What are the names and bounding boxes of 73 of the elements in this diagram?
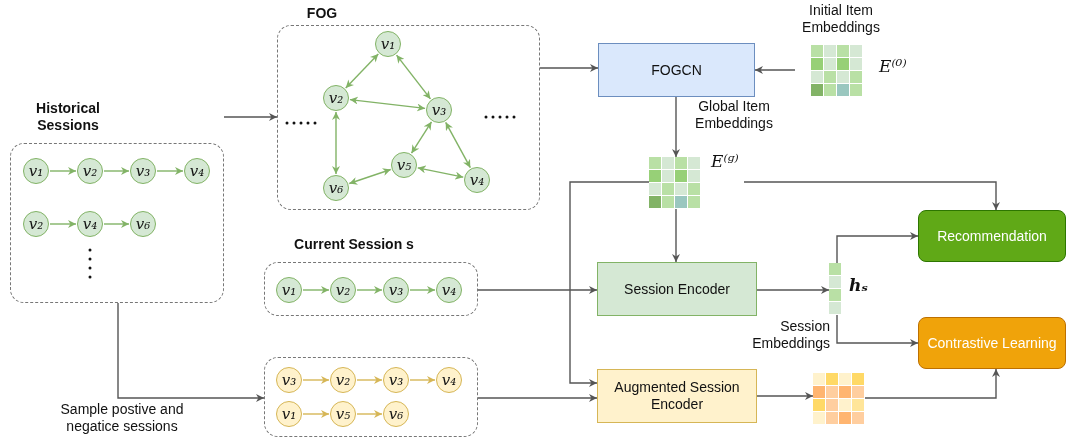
arrow bbox=[302, 376, 330, 384]
arrow bbox=[539, 64, 599, 72]
item-node-circle: v₁ bbox=[23, 158, 49, 184]
arrow bbox=[49, 167, 77, 175]
math-symbol: E⁽ᵍ⁾ bbox=[711, 151, 740, 171]
arrow bbox=[477, 394, 598, 402]
arrow bbox=[445, 121, 471, 169]
math-symbol: hₛ bbox=[849, 275, 870, 295]
item-node-circle: v₂ bbox=[23, 211, 49, 237]
arrow bbox=[756, 286, 830, 294]
item-node-circle: v₄ bbox=[436, 367, 462, 393]
arrow bbox=[672, 208, 680, 263]
item-node-circle: v₂ bbox=[77, 158, 103, 184]
arrow bbox=[409, 286, 436, 294]
process-box: Augmented Session Encoder bbox=[597, 369, 757, 423]
item-node-circle: v₅ bbox=[391, 152, 417, 178]
item-node-circle: v₄ bbox=[436, 277, 462, 303]
item-node-circle: v₄ bbox=[464, 167, 490, 193]
arrow bbox=[756, 392, 814, 400]
item-node-circle: v₂ bbox=[330, 367, 356, 393]
item-node-circle: v₆ bbox=[130, 211, 156, 237]
caption-text: Initial Item Embeddings bbox=[801, 2, 881, 36]
arrow bbox=[477, 286, 598, 294]
item-node-circle: v₅ bbox=[330, 401, 356, 427]
arrow bbox=[103, 220, 130, 228]
item-node-circle: v₃ bbox=[426, 97, 452, 123]
arrow bbox=[49, 220, 77, 228]
arrow bbox=[569, 181, 650, 387]
item-node-circle: v₄ bbox=[77, 211, 103, 237]
arrow bbox=[223, 113, 278, 121]
item-node-circle: v₃ bbox=[130, 158, 156, 184]
process-box: FOGCN bbox=[598, 43, 755, 97]
arrow bbox=[345, 53, 379, 89]
group-title: Historical Sessions bbox=[35, 100, 101, 134]
group-title: Current Session s bbox=[293, 236, 415, 253]
arrow bbox=[864, 368, 1000, 399]
math-symbol: E⁽⁰⁾ bbox=[879, 56, 908, 76]
arrow bbox=[356, 286, 383, 294]
item-node-circle: v₁ bbox=[276, 401, 302, 427]
process-box: Session Encoder bbox=[597, 262, 757, 316]
item-node-circle: v₂ bbox=[323, 85, 349, 111]
arrow bbox=[349, 96, 426, 112]
arrow bbox=[356, 376, 383, 384]
item-node-circle: v₄ bbox=[184, 158, 210, 184]
arrow bbox=[743, 181, 1000, 211]
arrow bbox=[672, 96, 680, 158]
item-node-circle: v₃ bbox=[383, 367, 409, 393]
arrow bbox=[836, 314, 919, 347]
item-node-circle: v₃ bbox=[276, 367, 302, 393]
process-box: Recommendation bbox=[918, 210, 1066, 262]
item-node-circle: v₂ bbox=[330, 277, 356, 303]
arrow bbox=[417, 165, 464, 180]
arrow bbox=[302, 286, 330, 294]
arrow bbox=[332, 111, 340, 175]
arrow bbox=[117, 302, 265, 402]
item-node-circle: v₁ bbox=[375, 31, 401, 57]
arrow bbox=[836, 232, 919, 264]
arrow bbox=[409, 376, 436, 384]
arrow bbox=[356, 410, 383, 418]
item-node-circle: v₆ bbox=[323, 175, 349, 201]
arrow bbox=[103, 167, 130, 175]
arrow bbox=[302, 410, 330, 418]
arrow bbox=[410, 121, 433, 154]
item-node-circle: v₃ bbox=[383, 277, 409, 303]
item-node-circle: v₁ bbox=[276, 277, 302, 303]
arrow bbox=[348, 168, 392, 185]
arrow bbox=[395, 54, 432, 100]
caption-text: Session Embeddings bbox=[751, 318, 830, 352]
arrow bbox=[754, 66, 796, 74]
item-node-circle: v₆ bbox=[383, 401, 409, 427]
arrow bbox=[156, 167, 184, 175]
process-box: Contrastive Learning bbox=[918, 317, 1066, 369]
group-title: FOG bbox=[305, 5, 339, 22]
